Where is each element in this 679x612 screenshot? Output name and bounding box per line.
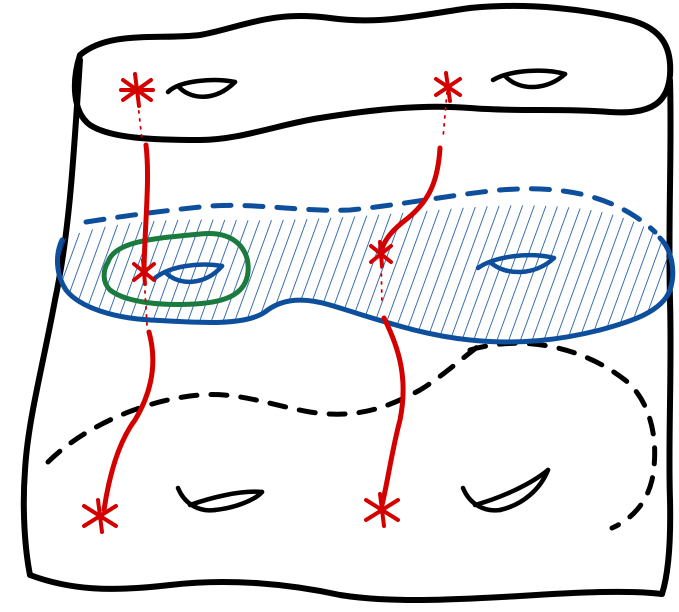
right-side-outline [662, 80, 671, 594]
marked-point-icon [121, 74, 153, 106]
marked-point-icon [84, 500, 116, 532]
arc-path [382, 318, 403, 505]
marked-point-icon [366, 494, 398, 526]
handle-hole-icon [178, 488, 262, 510]
arc-path [144, 145, 148, 270]
handle-hole-icon [463, 470, 548, 510]
hidden-curves [48, 343, 655, 528]
bottom-outline [30, 575, 662, 600]
dashed-lower-curve [48, 345, 480, 462]
left-side-outline [24, 60, 80, 575]
arc-path [443, 92, 447, 138]
marked-point-icon [436, 73, 460, 101]
dashed-right-arc [470, 343, 655, 528]
handle-hole-icon [168, 80, 235, 97]
top-lid-outline [75, 6, 670, 140]
handle-hole-icon [493, 71, 565, 87]
